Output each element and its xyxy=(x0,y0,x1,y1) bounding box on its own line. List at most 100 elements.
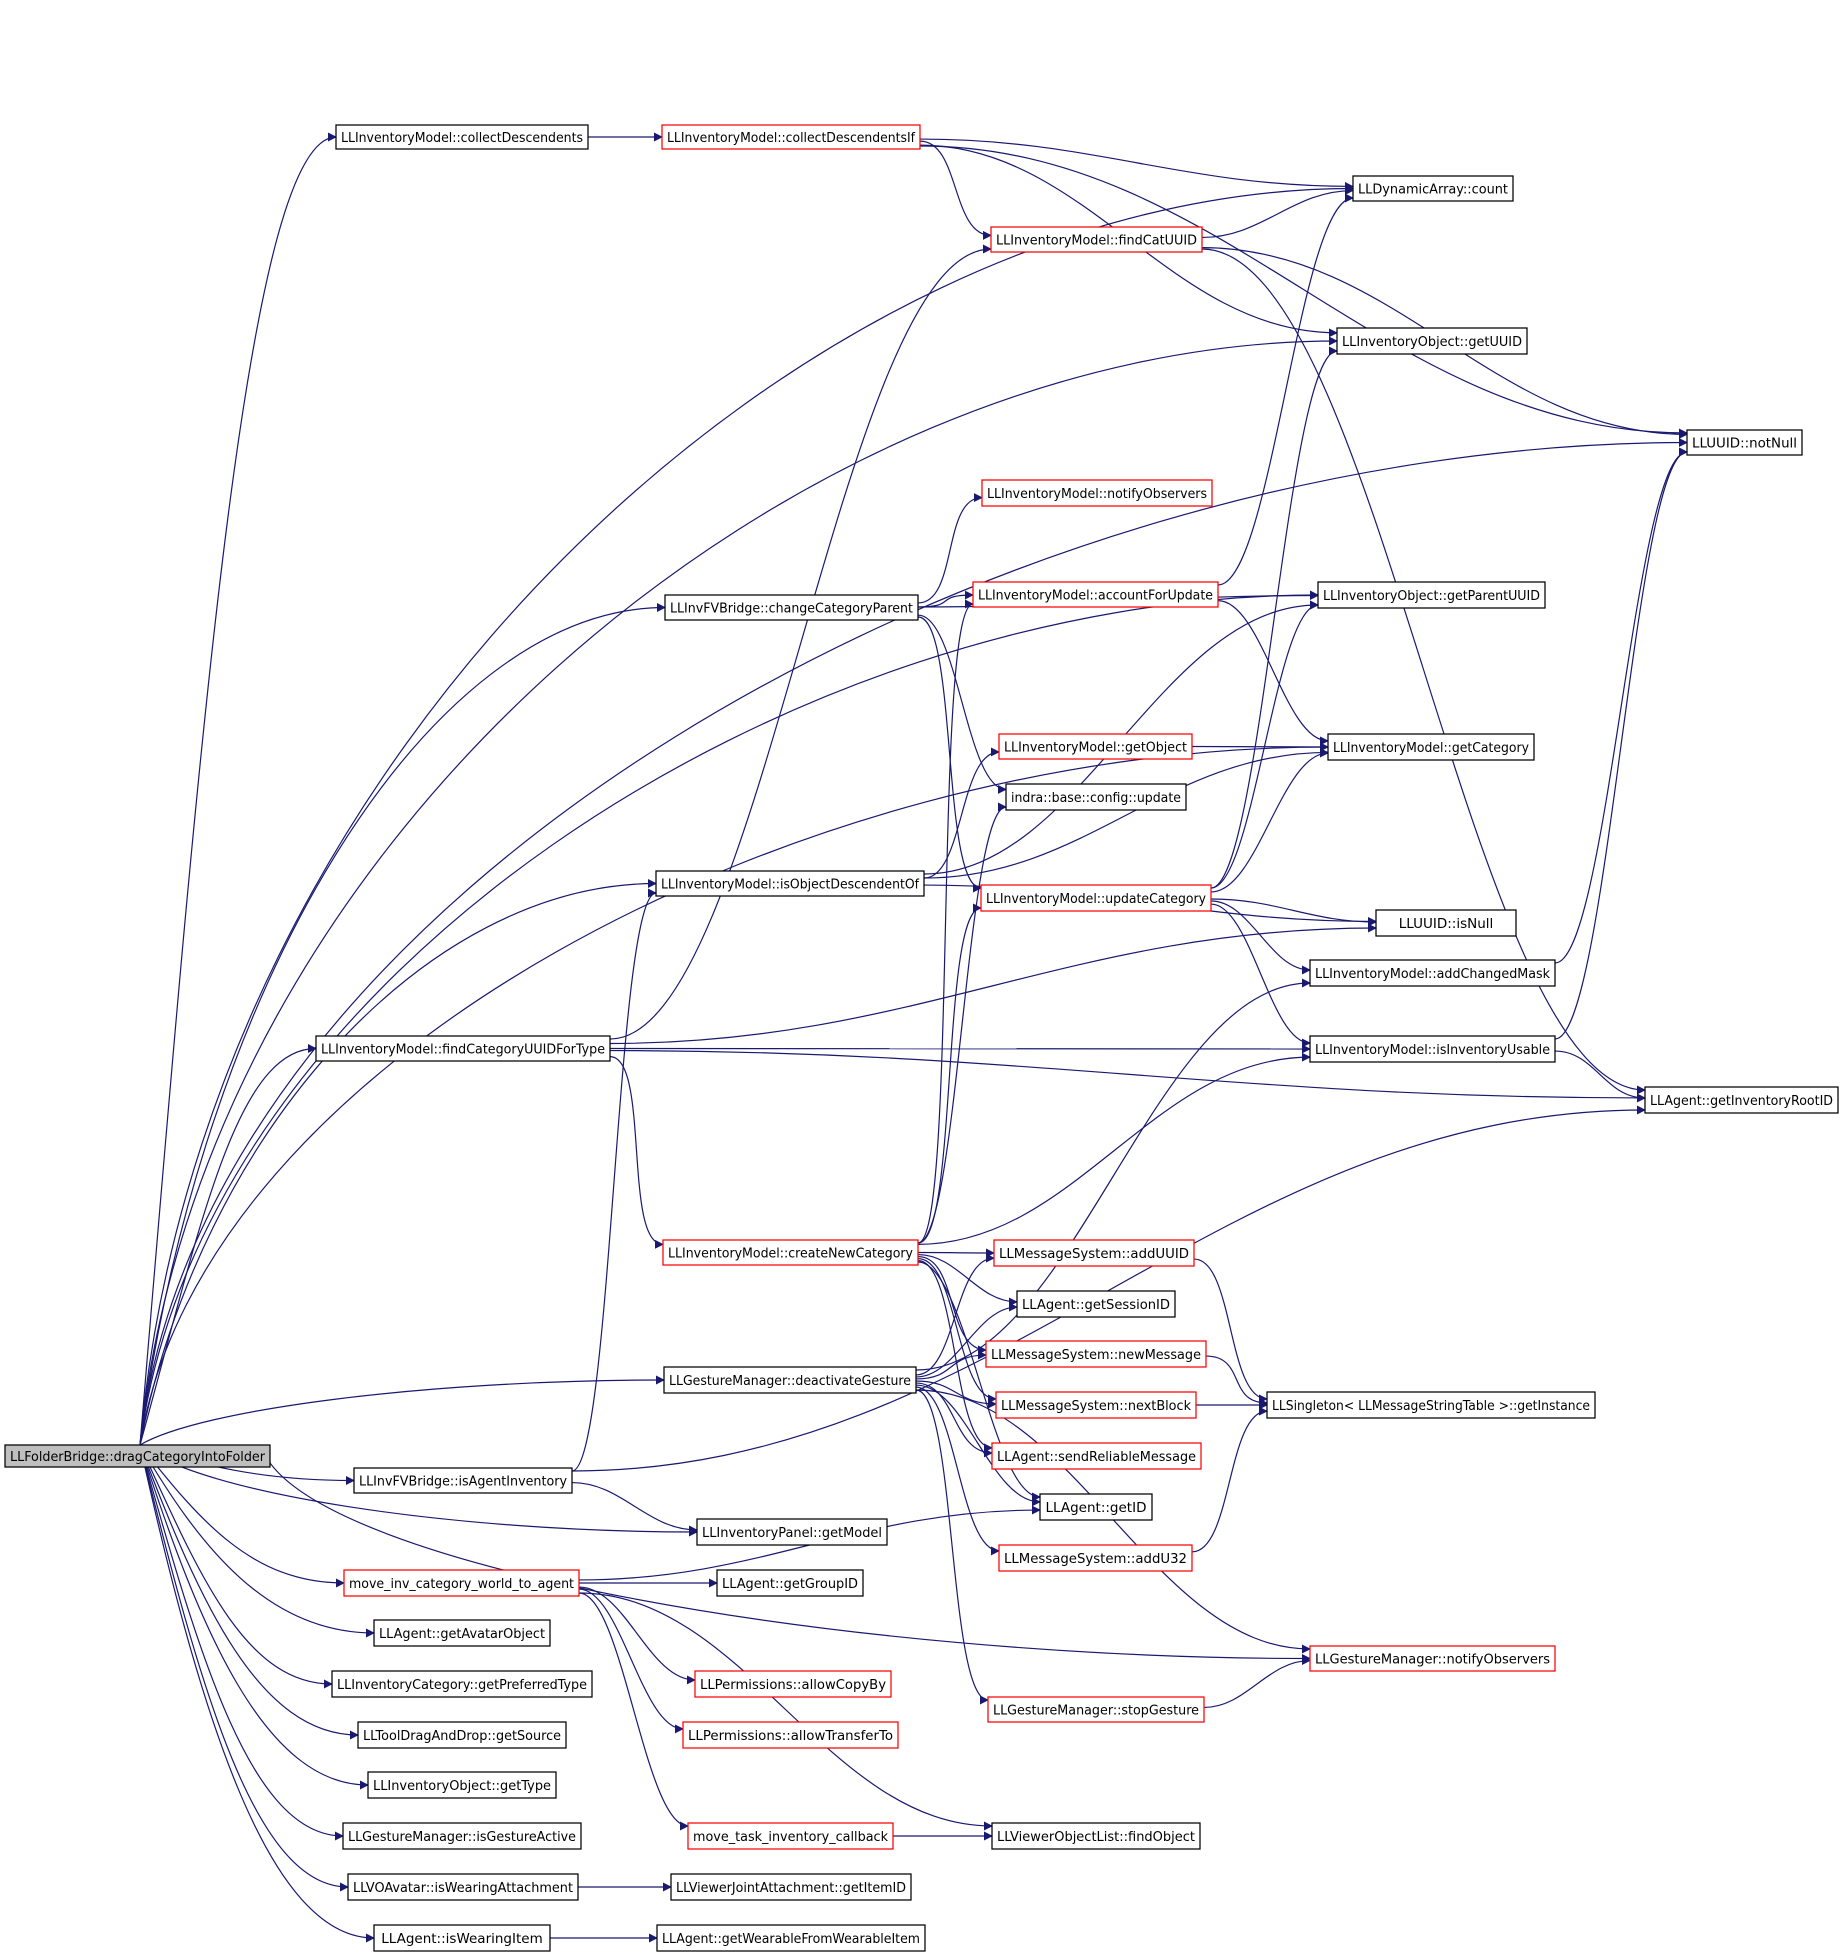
node-isWearingItem[interactable]: LLAgent::isWearingItem xyxy=(373,1924,551,1952)
node-box[interactable] xyxy=(987,1696,1205,1723)
node-notifyObservers[interactable]: LLInventoryModel::notifyObservers xyxy=(981,479,1213,507)
node-box[interactable] xyxy=(662,1239,919,1266)
node-box[interactable] xyxy=(367,1771,557,1799)
node-dynCount[interactable]: LLDynamicArray::count xyxy=(1352,175,1514,202)
node-getModel[interactable]: LLInventoryPanel::getModel xyxy=(696,1518,888,1546)
node-getID[interactable]: LLAgent::getID xyxy=(1039,1493,1153,1521)
node-findCatUUID[interactable]: LLInventoryModel::findCatUUID xyxy=(990,226,1203,253)
node-box[interactable] xyxy=(342,1822,582,1850)
node-box[interactable] xyxy=(991,1822,1201,1850)
node-box[interactable] xyxy=(687,1822,894,1850)
node-nextBlock[interactable]: LLMessageSystem::nextBlock xyxy=(995,1391,1197,1419)
node-box[interactable] xyxy=(694,1670,892,1698)
node-box[interactable] xyxy=(373,1619,551,1647)
node-isAgentInventory[interactable]: LLInvFVBridge::isAgentInventory xyxy=(353,1467,573,1494)
node-box[interactable] xyxy=(1686,429,1803,456)
node-box[interactable] xyxy=(985,1340,1207,1368)
node-addChangedMask[interactable]: LLInventoryModel::addChangedMask xyxy=(1309,959,1556,987)
node-findObject[interactable]: LLViewerObjectList::findObject xyxy=(991,1822,1201,1850)
node-findCategoryUUIDForType[interactable]: LLInventoryModel::findCategoryUUIDForTyp… xyxy=(315,1035,611,1062)
node-box[interactable] xyxy=(347,1873,579,1901)
node-getWearableFromWearableItem[interactable]: LLAgent::getWearableFromWearableItem xyxy=(656,1924,926,1952)
node-box[interactable] xyxy=(1375,909,1517,937)
node-box[interactable] xyxy=(990,226,1203,253)
node-isObjectDescendentOf[interactable]: LLInventoryModel::isObjectDescendentOf xyxy=(655,870,925,897)
node-isInventoryUsable[interactable]: LLInventoryModel::isInventoryUsable xyxy=(1309,1035,1556,1063)
node-getSessionID[interactable]: LLAgent::getSessionID xyxy=(1016,1290,1176,1318)
node-box[interactable] xyxy=(696,1518,888,1546)
node-box[interactable] xyxy=(373,1924,551,1952)
node-box[interactable] xyxy=(1266,1391,1596,1419)
node-notNull[interactable]: LLUUID::notNull xyxy=(1686,429,1803,456)
node-box[interactable] xyxy=(655,870,925,897)
node-box[interactable] xyxy=(664,594,919,621)
node-box[interactable] xyxy=(4,1444,271,1468)
node-box[interactable] xyxy=(993,1239,1195,1267)
node-box[interactable] xyxy=(661,124,921,150)
node-moveTaskInventoryCallback[interactable]: move_task_inventory_callback xyxy=(687,1822,894,1850)
node-updateCategory[interactable]: LLInventoryModel::updateCategory xyxy=(980,884,1212,912)
node-box[interactable] xyxy=(1005,783,1187,811)
node-accountForUpdate[interactable]: LLInventoryModel::accountForUpdate xyxy=(972,581,1219,608)
node-box[interactable] xyxy=(1317,581,1546,609)
node-getSource[interactable]: LLToolDragAndDrop::getSource xyxy=(357,1721,567,1749)
node-box[interactable] xyxy=(315,1035,611,1062)
node-addU32[interactable]: LLMessageSystem::addU32 xyxy=(998,1544,1193,1572)
node-root[interactable]: LLFolderBridge::dragCategoryIntoFolder xyxy=(4,1444,271,1468)
node-box[interactable] xyxy=(353,1467,573,1494)
node-getCategory[interactable]: LLInventoryModel::getCategory xyxy=(1327,733,1535,761)
node-isNull[interactable]: LLUUID::isNull xyxy=(1375,909,1517,937)
node-box[interactable] xyxy=(663,1366,917,1394)
node-box[interactable] xyxy=(1336,327,1528,355)
node-box[interactable] xyxy=(1309,1645,1556,1672)
node-deactivateGesture[interactable]: LLGestureManager::deactivateGesture xyxy=(663,1366,917,1394)
node-getParentUUID[interactable]: LLInventoryObject::getParentUUID xyxy=(1317,581,1546,609)
node-configUpdate[interactable]: indra::base::config::update xyxy=(1005,783,1187,811)
node-box[interactable] xyxy=(981,479,1213,507)
node-getUUID[interactable]: LLInventoryObject::getUUID xyxy=(1336,327,1528,355)
node-box[interactable] xyxy=(331,1670,593,1698)
node-box[interactable] xyxy=(1309,959,1556,987)
node-box[interactable] xyxy=(343,1569,580,1597)
node-box[interactable] xyxy=(335,124,589,150)
node-collectDescendents[interactable]: LLInventoryModel::collectDescendents xyxy=(335,124,589,150)
node-box[interactable] xyxy=(998,733,1193,760)
node-gestureNotifyObservers[interactable]: LLGestureManager::notifyObservers xyxy=(1309,1645,1556,1672)
node-getAvatarObject[interactable]: LLAgent::getAvatarObject xyxy=(373,1619,551,1647)
node-box[interactable] xyxy=(1039,1493,1153,1521)
node-allowTransferTo[interactable]: LLPermissions::allowTransferTo xyxy=(682,1721,899,1749)
node-box[interactable] xyxy=(716,1569,864,1597)
node-getInstance[interactable]: LLSingleton< LLMessageStringTable >::get… xyxy=(1266,1391,1596,1419)
node-createNewCategory[interactable]: LLInventoryModel::createNewCategory xyxy=(662,1239,919,1266)
node-getPreferredType[interactable]: LLInventoryCategory::getPreferredType xyxy=(331,1670,593,1698)
node-box[interactable] xyxy=(656,1924,926,1952)
node-box[interactable] xyxy=(1309,1035,1556,1063)
node-stopGesture[interactable]: LLGestureManager::stopGesture xyxy=(987,1696,1205,1723)
node-box[interactable] xyxy=(682,1721,899,1749)
node-getObject[interactable]: LLInventoryModel::getObject xyxy=(998,733,1193,760)
node-box[interactable] xyxy=(1352,175,1514,202)
node-box[interactable] xyxy=(980,884,1212,912)
node-getInventoryRootID[interactable]: LLAgent::getInventoryRootID xyxy=(1644,1086,1839,1114)
node-box[interactable] xyxy=(1644,1086,1839,1114)
node-box[interactable] xyxy=(995,1391,1197,1419)
node-getType[interactable]: LLInventoryObject::getType xyxy=(367,1771,557,1799)
node-box[interactable] xyxy=(670,1873,912,1901)
node-getGroupID[interactable]: LLAgent::getGroupID xyxy=(716,1569,864,1597)
node-box[interactable] xyxy=(1016,1290,1176,1318)
node-collectDescendentsIf[interactable]: LLInventoryModel::collectDescendentsIf xyxy=(661,124,921,150)
node-box[interactable] xyxy=(357,1721,567,1749)
node-box[interactable] xyxy=(972,581,1219,608)
node-box[interactable] xyxy=(991,1442,1202,1470)
node-getItemID[interactable]: LLViewerJointAttachment::getItemID xyxy=(670,1873,912,1901)
node-addUUID[interactable]: LLMessageSystem::addUUID xyxy=(993,1239,1195,1267)
node-newMessage[interactable]: LLMessageSystem::newMessage xyxy=(985,1340,1207,1368)
node-moveInvCategory[interactable]: move_inv_category_world_to_agent xyxy=(343,1569,580,1597)
node-box[interactable] xyxy=(1327,733,1535,761)
node-changeCategoryParent[interactable]: LLInvFVBridge::changeCategoryParent xyxy=(664,594,919,621)
node-sendReliableMessage[interactable]: LLAgent::sendReliableMessage xyxy=(991,1442,1202,1470)
node-isGestureActive[interactable]: LLGestureManager::isGestureActive xyxy=(342,1822,582,1850)
node-box[interactable] xyxy=(998,1544,1193,1572)
node-isWearingAttachment[interactable]: LLVOAvatar::isWearingAttachment xyxy=(347,1873,579,1901)
node-allowCopyBy[interactable]: LLPermissions::allowCopyBy xyxy=(694,1670,892,1698)
